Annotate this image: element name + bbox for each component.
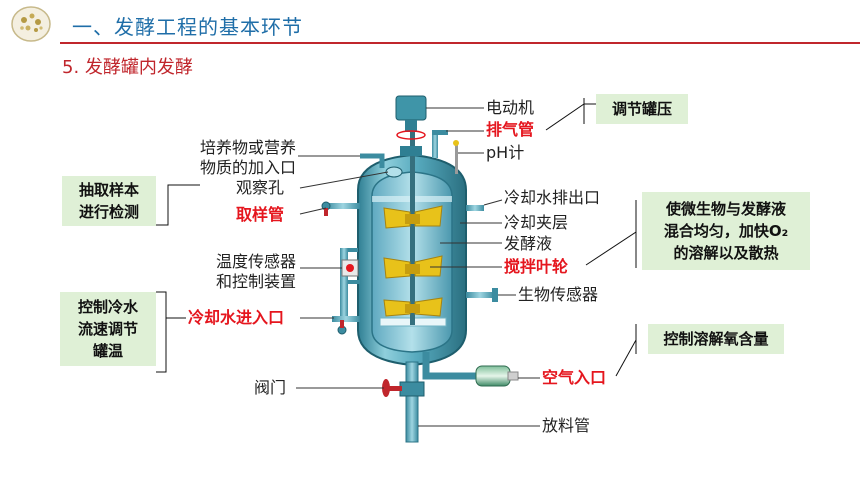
box-oxygen-control: 控制溶解氧含量 xyxy=(648,324,784,354)
discharge-pipe xyxy=(399,361,425,443)
impeller xyxy=(383,130,443,325)
brackets xyxy=(156,98,637,377)
cooling-water-outlet xyxy=(466,205,484,211)
leader-lines xyxy=(296,107,540,427)
label-sampling-tube: 取样管 xyxy=(236,205,285,224)
observation-window xyxy=(385,166,403,178)
label-broth: 发酵液 xyxy=(504,234,553,253)
label-exhaust-pipe: 排气管 xyxy=(486,120,535,139)
school-seal-icon xyxy=(11,6,51,42)
label-observation-hole: 观察孔 xyxy=(236,178,285,197)
label-feed-inlet: 培养物或营养 物质的加入口 xyxy=(199,138,296,177)
bio-sensor xyxy=(466,288,498,302)
label-motor: 电动机 xyxy=(486,98,535,117)
label-ph-meter: pH计 xyxy=(486,143,525,162)
label-cooling-outlet: 冷却水排出口 xyxy=(504,188,601,207)
box-sampling-test: 抽取样本 进行检测 xyxy=(62,176,156,226)
motor-assembly xyxy=(395,95,427,156)
feed-inlet-pipe xyxy=(360,153,385,168)
exhaust-pipe xyxy=(432,130,448,158)
box-adjust-pressure: 调节罐压 xyxy=(596,94,688,124)
cooling-water-inlet xyxy=(332,316,360,335)
section-title: 5. 发酵罐内发酵 xyxy=(62,57,193,78)
ph-probe xyxy=(453,140,459,174)
label-impeller: 搅拌叶轮 xyxy=(504,257,569,276)
label-discharge-pipe: 放料管 xyxy=(542,416,591,435)
label-cooling-jacket: 冷却夹层 xyxy=(504,213,569,232)
box-mixing-purpose: 使微生物与发酵液 混合均匀，加快O₂ 的溶解以及散热 xyxy=(642,192,810,270)
valve-handle xyxy=(382,379,402,397)
air-inlet-pipe xyxy=(422,352,519,387)
label-valve: 阀门 xyxy=(254,378,287,397)
label-bio-sensor: 生物传感器 xyxy=(518,285,599,304)
label-temperature-sensor: 温度传感器 和控制装置 xyxy=(215,252,296,291)
label-cooling-inlet: 冷却水进入口 xyxy=(188,308,285,327)
label-air-inlet: 空气入口 xyxy=(542,368,607,387)
sampling-tube xyxy=(321,201,360,216)
header-divider xyxy=(60,42,860,44)
box-cooling-control: 控制冷水 流速调节 罐温 xyxy=(60,292,156,366)
page-title: 一、发酵工程的基本环节 xyxy=(72,15,303,39)
temperature-controller xyxy=(340,248,360,318)
